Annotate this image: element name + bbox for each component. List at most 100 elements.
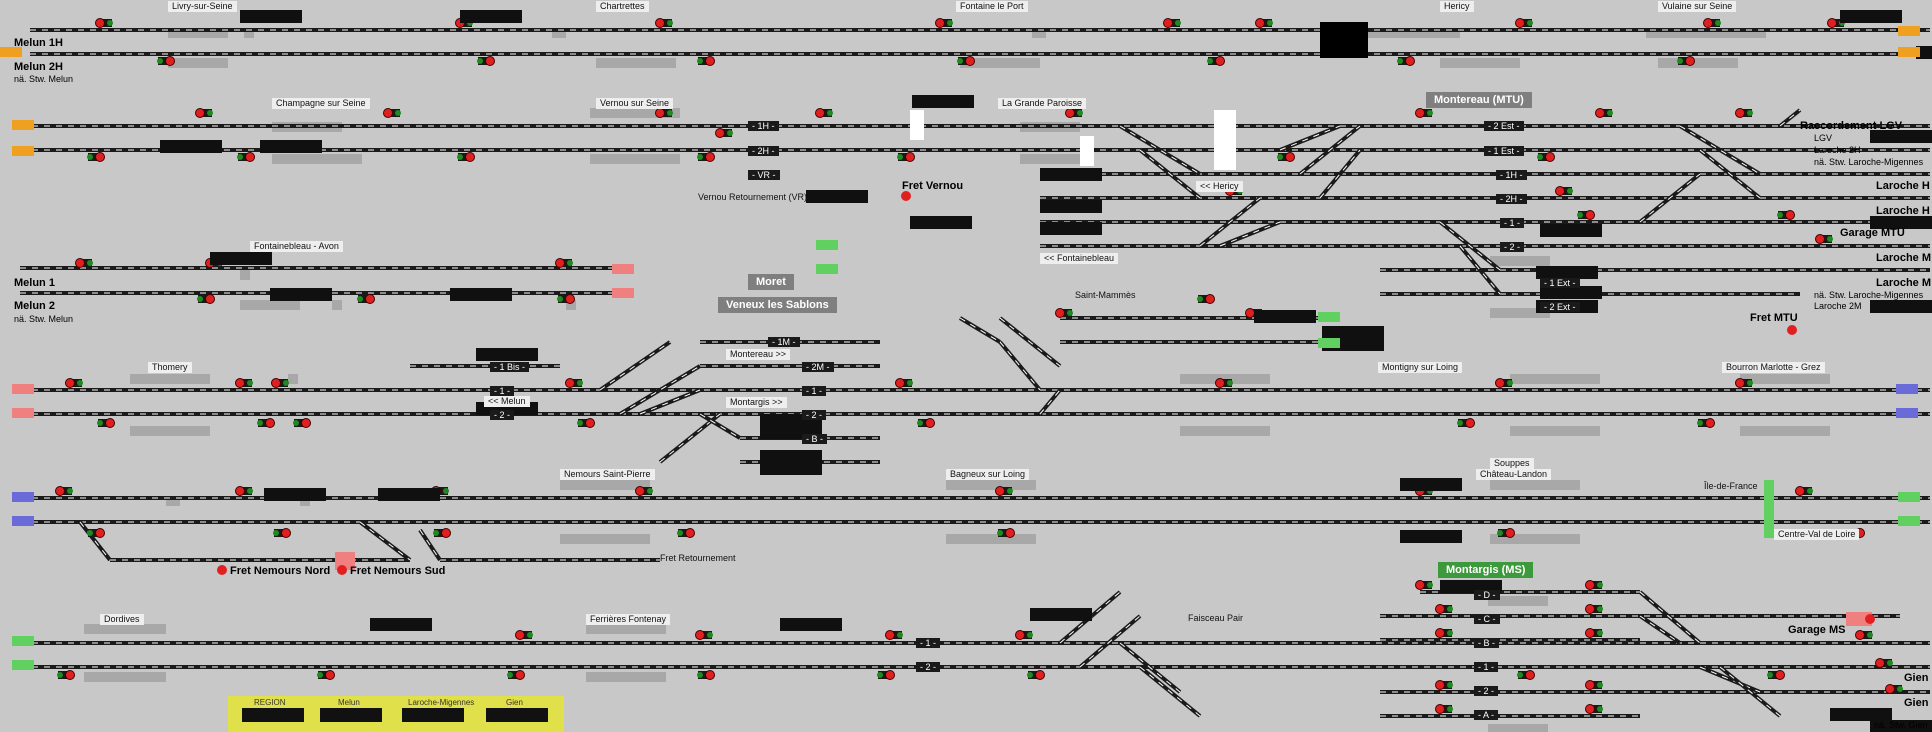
train-number-berth[interactable] [1830, 708, 1892, 721]
signal-green-icon[interactable] [97, 420, 103, 426]
signal-red-icon[interactable] [1585, 580, 1595, 590]
train-number-berth[interactable] [160, 140, 222, 153]
train-number-berth[interactable] [1040, 222, 1102, 235]
fret-nemours-nord-signal-icon[interactable] [217, 565, 227, 575]
train-number-berth[interactable] [460, 10, 522, 23]
signal-red-icon[interactable] [485, 56, 495, 66]
signal-green-icon[interactable] [207, 110, 213, 116]
train-number-berth[interactable] [1322, 326, 1384, 339]
legend-laroche-box[interactable] [402, 708, 464, 722]
signal-red-icon[interactable] [1515, 18, 1525, 28]
signal-red-icon[interactable] [1685, 56, 1695, 66]
signal-green-icon[interactable] [1517, 672, 1523, 678]
signal-red-icon[interactable] [1505, 528, 1515, 538]
signal-green-icon[interactable] [1067, 310, 1073, 316]
signal-red-icon[interactable] [1405, 56, 1415, 66]
signal-green-icon[interactable] [273, 530, 279, 536]
signal-red-icon[interactable] [1855, 630, 1865, 640]
signal-green-icon[interactable] [1175, 20, 1181, 26]
signal-green-icon[interactable] [1207, 58, 1213, 64]
signal-green-icon[interactable] [1747, 380, 1753, 386]
train-number-berth[interactable] [1400, 478, 1462, 491]
signal-red-icon[interactable] [1435, 628, 1445, 638]
signal-green-icon[interactable] [707, 632, 713, 638]
signal-green-icon[interactable] [1427, 582, 1433, 588]
train-number-berth[interactable] [260, 140, 322, 153]
signal-red-icon[interactable] [705, 152, 715, 162]
signal-red-icon[interactable] [1875, 658, 1885, 668]
signal-red-icon[interactable] [1775, 670, 1785, 680]
signal-green-icon[interactable] [507, 672, 513, 678]
signal-red-icon[interactable] [905, 152, 915, 162]
signal-green-icon[interactable] [577, 420, 583, 426]
signal-red-icon[interactable] [965, 56, 975, 66]
direction-fontainebleau[interactable]: << Fontainebleau [1040, 253, 1119, 264]
legend-gien-box[interactable] [486, 708, 548, 722]
signal-red-icon[interactable] [205, 294, 215, 304]
train-number-berth[interactable] [1870, 216, 1932, 229]
signal-red-icon[interactable] [635, 486, 645, 496]
signal-green-icon[interactable] [1597, 682, 1603, 688]
signal-green-icon[interactable] [647, 488, 653, 494]
signal-green-icon[interactable] [1597, 706, 1603, 712]
signal-green-icon[interactable] [87, 260, 93, 266]
signal-red-icon[interactable] [105, 418, 115, 428]
signal-green-icon[interactable] [1887, 660, 1893, 666]
signal-red-icon[interactable] [995, 486, 1005, 496]
signal-red-icon[interactable] [1585, 604, 1595, 614]
signal-red-icon[interactable] [65, 670, 75, 680]
signal-red-icon[interactable] [1015, 630, 1025, 640]
signal-red-icon[interactable] [1585, 210, 1595, 220]
signal-red-icon[interactable] [565, 294, 575, 304]
signal-red-icon[interactable] [95, 152, 105, 162]
signal-red-icon[interactable] [895, 378, 905, 388]
signal-green-icon[interactable] [317, 672, 323, 678]
signal-green-icon[interactable] [667, 20, 673, 26]
train-number-berth[interactable] [1400, 530, 1462, 543]
train-number-berth[interactable] [760, 462, 822, 475]
signal-green-icon[interactable] [1447, 682, 1453, 688]
signal-red-icon[interactable] [1545, 152, 1555, 162]
signal-green-icon[interactable] [1267, 20, 1273, 26]
train-number-berth[interactable] [912, 95, 974, 108]
signal-red-icon[interactable] [95, 18, 105, 28]
signal-green-icon[interactable] [77, 380, 83, 386]
signal-green-icon[interactable] [877, 672, 883, 678]
signal-red-icon[interactable] [1735, 108, 1745, 118]
train-number-berth[interactable] [476, 348, 538, 361]
direction-melun[interactable]: << Melun [484, 396, 530, 407]
signal-green-icon[interactable] [1197, 296, 1203, 302]
signal-green-icon[interactable] [1827, 236, 1833, 242]
signal-green-icon[interactable] [1427, 110, 1433, 116]
fret-nemours-sud-signal-icon[interactable] [337, 565, 347, 575]
signal-green-icon[interactable] [1397, 58, 1403, 64]
train-number-berth[interactable] [1540, 286, 1602, 299]
signal-green-icon[interactable] [697, 58, 703, 64]
signal-red-icon[interactable] [281, 528, 291, 538]
signal-green-icon[interactable] [957, 58, 963, 64]
signal-green-icon[interactable] [293, 420, 299, 426]
signal-green-icon[interactable] [1897, 686, 1903, 692]
train-number-berth[interactable] [1870, 720, 1932, 732]
signal-green-icon[interactable] [395, 110, 401, 116]
signal-red-icon[interactable] [1285, 152, 1295, 162]
train-number-berth[interactable] [780, 618, 842, 631]
signal-red-icon[interactable] [195, 108, 205, 118]
signal-green-icon[interactable] [897, 632, 903, 638]
signal-red-icon[interactable] [1435, 604, 1445, 614]
signal-red-icon[interactable] [265, 418, 275, 428]
train-number-berth[interactable] [270, 288, 332, 301]
signal-red-icon[interactable] [705, 56, 715, 66]
signal-red-icon[interactable] [815, 108, 825, 118]
signal-red-icon[interactable] [1005, 528, 1015, 538]
signal-green-icon[interactable] [1447, 630, 1453, 636]
signal-green-icon[interactable] [697, 154, 703, 160]
signal-red-icon[interactable] [465, 152, 475, 162]
signal-red-icon[interactable] [1163, 18, 1173, 28]
signal-red-icon[interactable] [65, 378, 75, 388]
signal-green-icon[interactable] [1497, 530, 1503, 536]
signal-red-icon[interactable] [1495, 378, 1505, 388]
train-number-berth[interactable] [1030, 608, 1092, 621]
train-number-berth[interactable] [1540, 224, 1602, 237]
signal-red-icon[interactable] [1885, 684, 1895, 694]
